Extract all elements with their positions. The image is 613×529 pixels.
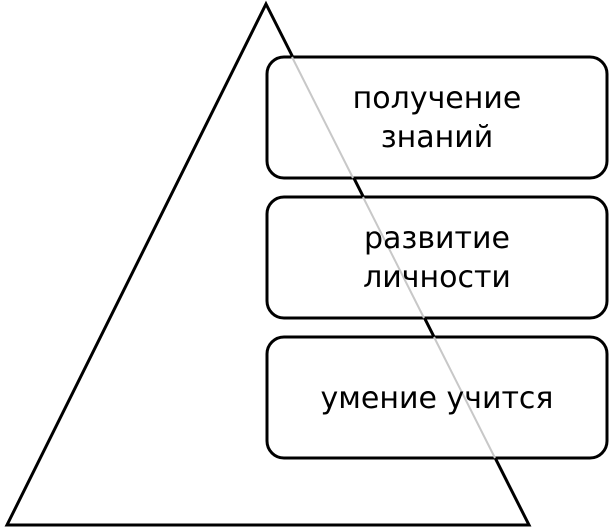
box-learning: умение учится: [265, 335, 609, 460]
box-personality-overlap-line: [362, 196, 425, 319]
box-knowledge-overlap-line: [291, 56, 354, 179]
box-personality-line-1: развитие: [364, 221, 510, 256]
box-personality: развитие личности: [265, 195, 609, 320]
box-knowledge-line-2: знаний: [381, 120, 494, 155]
box-personality-line-2: личности: [363, 260, 511, 295]
box-learning-frame: [265, 335, 609, 460]
box-learning-overlap-line: [433, 336, 496, 459]
box-learning-line-1: умение учится: [321, 381, 554, 416]
box-knowledge-frame: [265, 55, 609, 180]
box-knowledge: получение знаний: [265, 55, 609, 180]
box-knowledge-line-1: получение: [353, 81, 522, 116]
box-personality-frame: [265, 195, 609, 320]
